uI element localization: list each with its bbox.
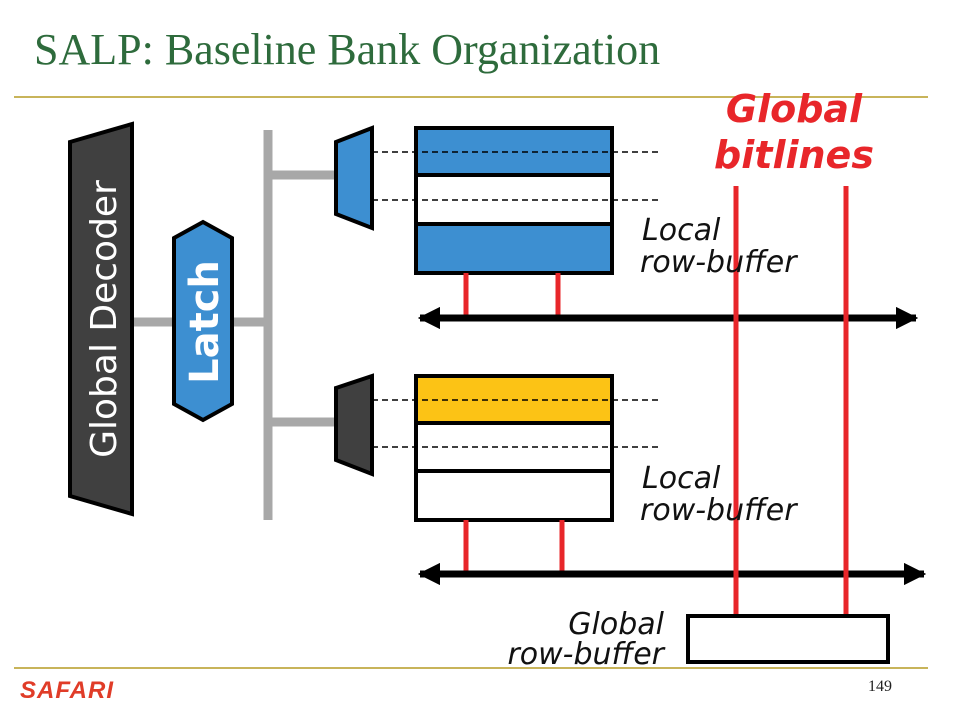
global-row-buffer [686, 614, 890, 664]
global-row-buffer-label-line1: Global [568, 607, 664, 642]
local-row-buffer-label-bottom-line2: row-buffer [640, 493, 798, 528]
subarray-bottom [414, 374, 614, 522]
global-bitlines-label-line2: bitlines [714, 133, 874, 177]
title-divider [14, 96, 928, 98]
local-row-buffer-label-top-line1: Local [642, 213, 721, 248]
page-title: SALP: Baseline Bank Organization [34, 25, 661, 74]
local-row-buffer-label-bottom-line1: Local [642, 461, 721, 496]
global-row-buffer-label-line2: row-buffer [507, 637, 665, 672]
latch [172, 219, 234, 423]
global-bitlines-label-line1: Global [726, 87, 863, 131]
local-decoder-top [334, 125, 374, 231]
row-top-3 [418, 226, 610, 271]
latch-label: Latch [182, 260, 228, 384]
global-decoder-label: Global Decoder [84, 180, 125, 458]
safari-logo: SAFARI [20, 677, 115, 704]
local-decoder-bottom [334, 373, 374, 477]
page-number: 149 [868, 678, 892, 695]
local-row-buffer-label-top-line2: row-buffer [640, 245, 798, 280]
global-decoder [68, 121, 134, 517]
footer-divider [14, 667, 928, 669]
